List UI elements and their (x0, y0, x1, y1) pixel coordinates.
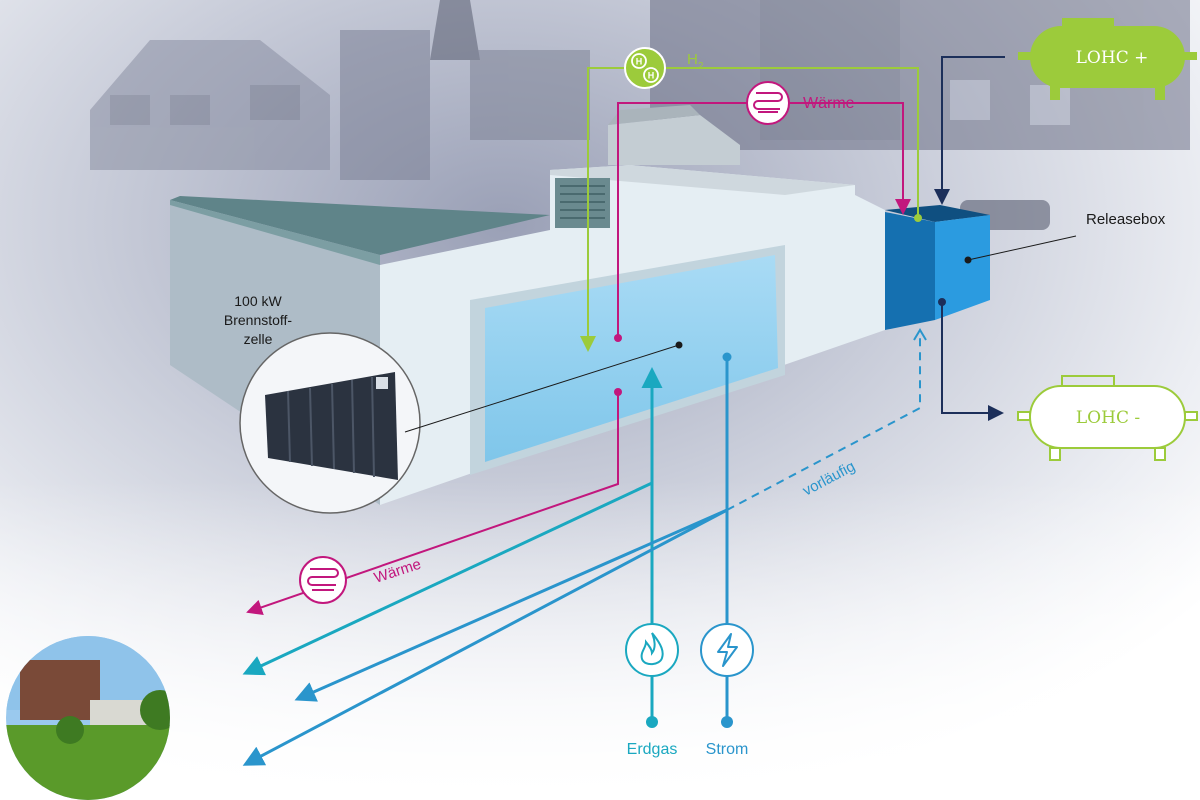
fuel-cell-label: 100 kW Brennstoff- zelle (224, 293, 293, 347)
heat-label-top: Wärme (803, 95, 855, 112)
gas-label: Erdgas (627, 741, 678, 758)
hydrogen-molecule-icon: H H (624, 47, 666, 89)
fuel-cell-zoom (239, 332, 421, 514)
provisional-line (726, 338, 921, 511)
svg-text:H: H (648, 71, 655, 81)
lohc-minus-tank (1017, 375, 1198, 461)
lohc-plus-label: LOHC + (1076, 48, 1149, 68)
svg-text:Brennstoff-: Brennstoff- (224, 312, 293, 328)
releasebox-label: Releasebox (1086, 211, 1166, 228)
heat-lines (246, 102, 911, 615)
power-label: Strom (706, 741, 749, 758)
svg-text:zelle: zelle (244, 331, 273, 347)
lohc-plus-tank (1018, 18, 1197, 100)
heating-coil-icon (746, 81, 790, 125)
svg-text:H: H (636, 57, 643, 67)
flame-icon (625, 623, 679, 677)
lightning-icon (700, 623, 754, 677)
ground-fade (0, 480, 1200, 800)
hydrogen-lines (580, 67, 919, 352)
lohc-lines (934, 56, 1005, 421)
svg-text:100 kW: 100 kW (234, 293, 282, 309)
building (170, 105, 885, 505)
heating-coil-icon-bottom (299, 556, 347, 604)
releasebox (885, 205, 990, 330)
lohc-minus-label: LOHC - (1076, 408, 1140, 428)
fuel-cell-bay (485, 255, 778, 462)
hydrogen-label: H2 (687, 51, 704, 72)
